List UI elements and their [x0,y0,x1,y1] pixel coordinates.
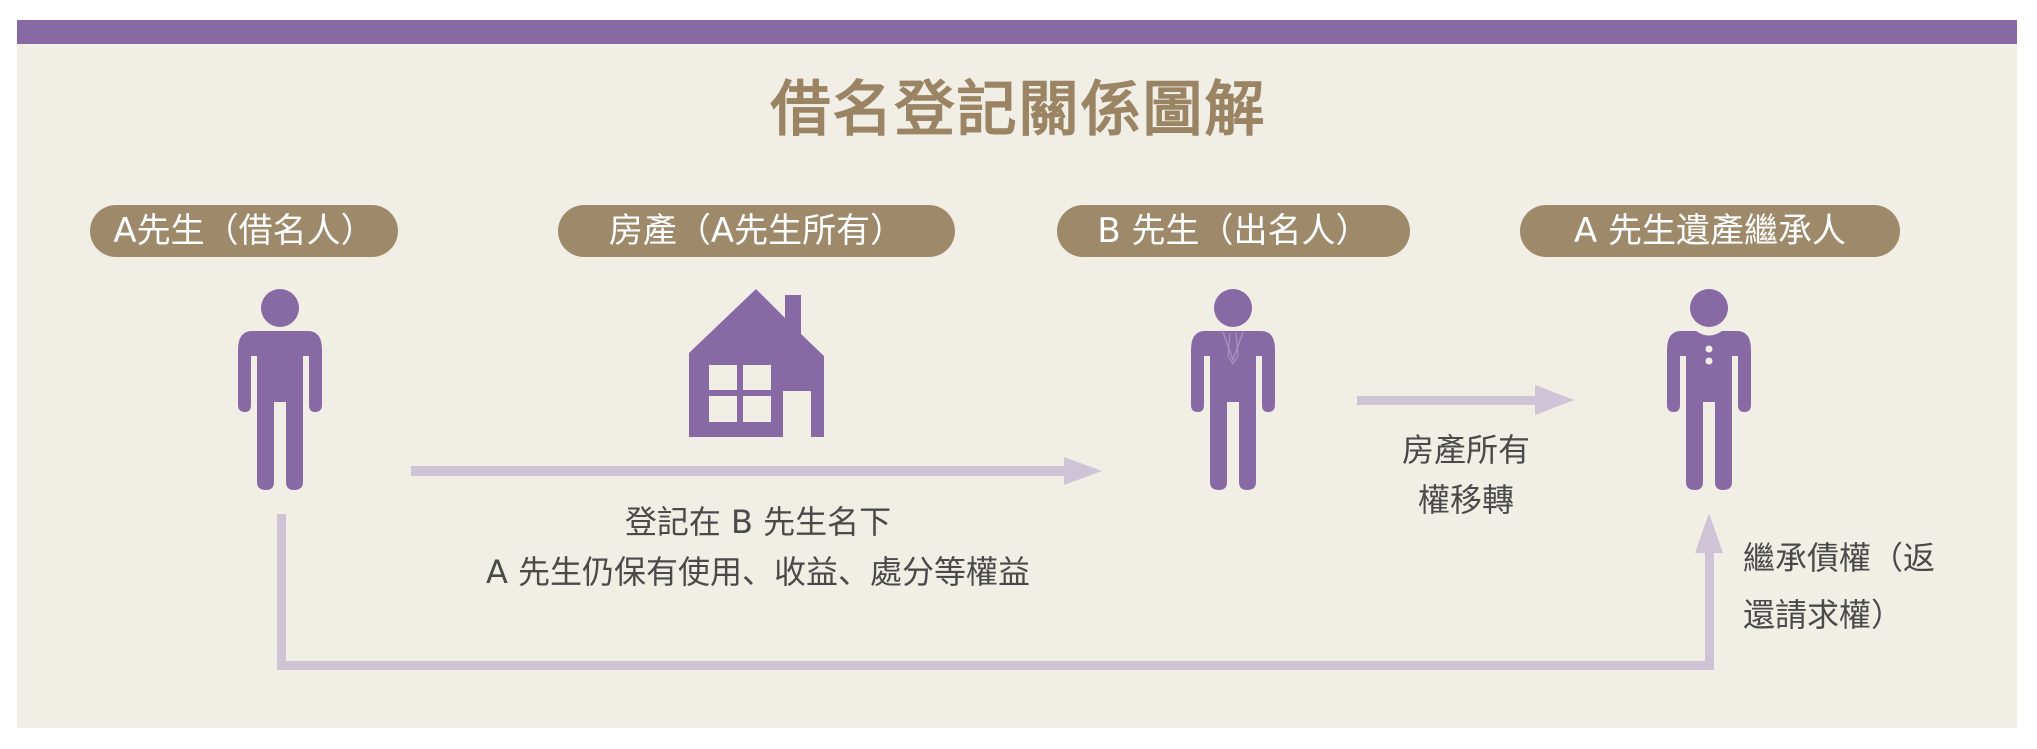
node-label-b: B 先生（出名人） [1057,205,1410,257]
person-buttons-icon [1667,289,1751,490]
node-label-heir: A 先生遺產繼承人 [1520,205,1900,257]
top-accent-bar [17,20,2017,44]
edge-caption-a-b-line2: A 先生仍保有使用、收益、處分等權益 [485,553,1031,591]
arrow-a-to-heir [277,513,1723,670]
edge-caption-b-heir-line1: 房產所有 [1401,431,1530,469]
house-icon [689,289,824,437]
node-label-a: A先生（借名人） [90,205,398,257]
person-icon [238,289,322,490]
diagram-title: 借名登記關係圖解 [770,75,1267,145]
arrow-a-to-b [411,457,1102,485]
person-suit-icon [1191,289,1275,490]
edge-caption-b-heir-line2: 權移轉 [1417,481,1514,519]
edge-caption-a-b-line1: 登記在 B 先生名下 [624,503,892,541]
edge-caption-a-heir-line1: 繼承債權（返 [1743,539,1936,577]
node-label-property: 房產（A先生所有） [558,205,955,257]
arrow-b-to-heir [1357,385,1574,415]
edge-caption-a-heir-line2: 還請求權） [1743,596,1904,634]
diagram-panel [17,20,2017,728]
